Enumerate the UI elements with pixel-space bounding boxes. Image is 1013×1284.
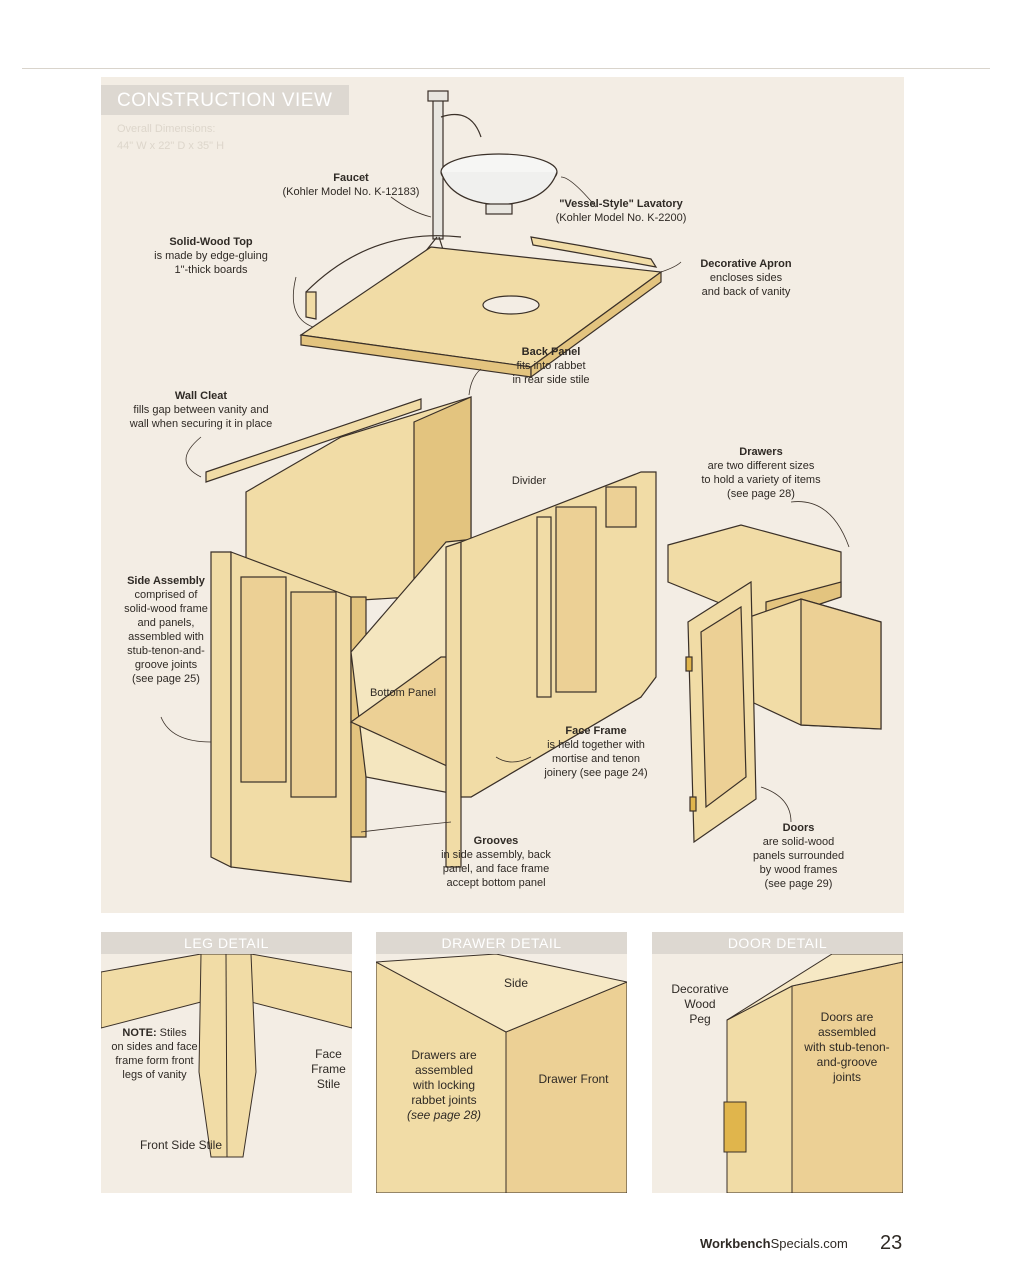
leg-detail-panel: LEG DETAIL NOTE: Stiles on sides and fac… [101,932,352,1193]
callout-bottom-panel-title: Bottom Panel [369,687,437,699]
decorative-apron-drawing [530,236,658,268]
callout-lavatory-title: "Vessel-Style" Lavatory [559,198,683,210]
callout-face-frame-title: Face Frame [565,725,627,737]
leader-lines [160,176,850,833]
drawer-detail-panel: DRAWER DETAIL Side Drawers are assembled… [376,932,627,1193]
vanity-exploded-illustration [160,90,882,883]
callout-doors: Doors are solid-wood panels surrounded b… [741,821,856,891]
callout-grooves-title: Grooves [473,835,519,847]
callout-faucet-body: (Kohler Model No. K-12183) [282,186,420,198]
callout-side-assembly: Side Assembly comprised of solid-wood fr… [111,574,221,686]
overall-dimensions-label: Overall Dimensions: [117,123,216,135]
side-assembly-drawing [210,551,367,883]
wall-cleat-drawing [205,398,422,483]
callout-doors-title: Doors [782,822,815,834]
footer-brand-bold: Workbench [700,1236,771,1251]
drawer-side-label: Side [503,976,529,990]
construction-view-banner: CONSTRUCTION VIEW [101,85,349,115]
callout-wall-cleat: Wall Cleat fills gap between vanity and … [116,389,286,431]
callout-side-assembly-title: Side Assembly [127,575,205,587]
door-detail-panel: DOOR DETAIL Decorative Wood Peg Doors ar… [652,932,903,1193]
leg-note: NOTE: Stiles on sides and face frame for… [107,1026,202,1082]
drawer-assembled-label: Drawers are assembled with locking rabbe… [394,1048,494,1123]
top-rule [22,68,990,69]
leg-detail-title: LEG DETAIL [184,935,269,951]
leg-detail-banner: LEG DETAIL [101,932,352,954]
door-drawing [685,580,757,844]
page-number: 23 [880,1232,903,1254]
back-panel-drawing [245,396,472,608]
callout-back-panel-title: Back Panel [521,346,581,358]
callout-wall-cleat-body: fills gap between vanity and wall when s… [129,404,273,430]
callout-top-title: Solid-Wood Top [169,236,253,248]
door-assembled-label: Doors are assembled with stub-tenon- and… [804,1010,890,1084]
callout-divider: Divider [499,474,559,488]
callout-lavatory-body: (Kohler Model No. K-2200) [555,212,687,224]
callout-drawers: Drawers are two different sizes to hold … [686,445,836,501]
drawer-front-label: Drawer Front [538,1072,609,1086]
construction-view-panel: CONSTRUCTION VIEW Overall Dimensions: 44… [101,77,904,913]
callout-grooves-body: in side assembly, back panel, and face f… [441,849,551,889]
callout-drawers-body: are two different sizes to hold a variet… [701,460,821,500]
decorative-wood-peg-label: Decorative Wood Peg [671,982,729,1026]
face-frame-stile-label: Face Frame Stile [311,1047,346,1091]
drawer-detail-banner: DRAWER DETAIL [376,932,627,954]
callout-back-panel-body: fits into rabbet in rear side stile [512,360,590,386]
callout-grooves: Grooves in side assembly, back panel, an… [431,834,561,890]
callout-wall-cleat-title: Wall Cleat [174,390,228,402]
face-frame-drawing [445,471,657,868]
footer-brand-rest: Specials.com [770,1236,848,1251]
vessel-lavatory-drawing [440,153,558,215]
leg-detail-illustration [101,953,352,1158]
callout-side-assembly-body: comprised of solid-wood frame and panels… [124,589,208,685]
callout-top-body: is made by edge-gluing 1"-thick boards [154,250,268,276]
callout-apron-title: Decorative Apron [700,258,792,270]
leg-note-bold: NOTE: [122,1027,157,1039]
door-detail-banner: DOOR DETAIL [652,932,903,954]
callout-divider-title: Divider [511,475,547,487]
drawer-detail-title: DRAWER DETAIL [441,935,562,951]
footer-brand: WorkbenchSpecials.com [700,1236,848,1251]
callout-decorative-apron: Decorative Apron encloses sides and back… [671,257,821,299]
solid-wood-top-drawing [299,235,663,379]
drawers-drawing [667,524,882,730]
drawer-assembled-text: Drawers are assembled with locking rabbe… [411,1048,477,1107]
callout-drawers-title: Drawers [739,446,783,458]
callout-doors-body: are solid-wood panels surrounded by wood… [752,836,845,890]
callout-apron-body: encloses sides and back of vanity [701,272,791,298]
overall-dimensions-value: 44" W x 22" D x 35" H [117,140,225,152]
callout-lavatory: "Vessel-Style" Lavatory (Kohler Model No… [531,197,711,225]
door-detail-illustration [723,953,903,1193]
construction-view-title: CONSTRUCTION VIEW [117,90,333,111]
callout-face-frame-body: is held together with mortise and tenon … [544,739,648,779]
leg-note-text: Stiles on sides and face frame form fron… [111,1027,198,1081]
door-detail-title: DOOR DETAIL [727,935,828,951]
callout-solid-wood-top: Solid-Wood Top is made by edge-gluing 1"… [131,235,291,277]
drawer-detail-illustration [376,953,627,1193]
callout-faucet: Faucet (Kohler Model No. K-12183) [251,171,451,199]
front-side-stile-label: Front Side Stile [139,1138,223,1152]
callout-bottom-panel: Bottom Panel [363,686,443,700]
callout-back-panel: Back Panel fits into rabbet in rear side… [486,345,616,387]
callout-faucet-title: Faucet [333,172,369,184]
callout-face-frame: Face Frame is held together with mortise… [526,724,666,780]
drawer-see-page: (see page 28) [406,1108,482,1122]
